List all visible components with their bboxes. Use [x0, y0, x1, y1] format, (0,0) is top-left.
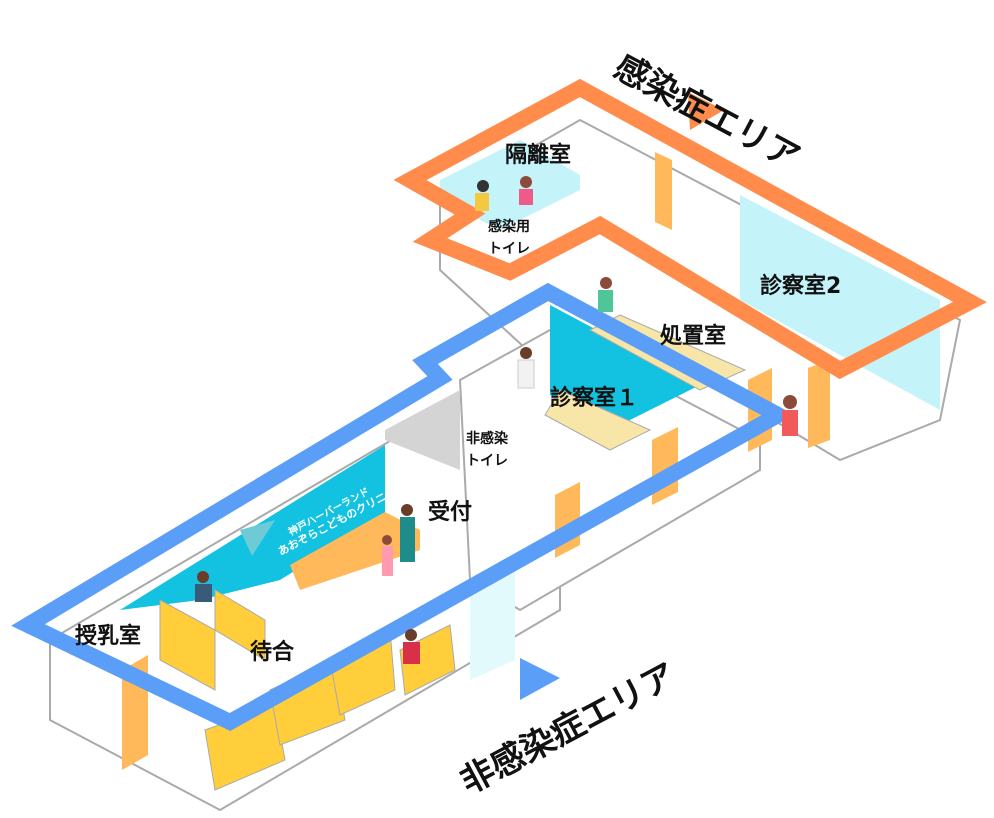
- infection-area-outline: [393, 78, 987, 380]
- non-infection-area-arrow-icon: [520, 658, 560, 700]
- nursing-room-label: 授乳室: [75, 624, 142, 649]
- treatment-room-label: 処置室: [660, 324, 727, 349]
- infection-toilet-label-line1: 感染用: [488, 219, 530, 235]
- infection-toilet-label: 感染用 トイレ: [488, 216, 530, 260]
- exam2-wall: [740, 195, 940, 410]
- reception-label: 受付: [428, 500, 473, 525]
- non-infection-toilet-wall: [385, 390, 460, 470]
- waiting-area-label: 待合: [250, 640, 295, 665]
- glass-wall: [470, 565, 515, 680]
- isolation-room-label: 隔離室: [505, 143, 572, 168]
- area-outlines: [11, 78, 987, 732]
- infection-area-arrow-icon: [688, 92, 724, 130]
- logo-bird-icon: [240, 520, 275, 556]
- people: [195, 176, 798, 664]
- non-infection-toilet-label-line1: 非感染: [466, 431, 508, 447]
- non-infection-toilet-label-line2: トイレ: [466, 453, 508, 469]
- exam-room-2-label: 診察室2: [760, 274, 842, 299]
- non-infection-area-outline: [11, 282, 795, 732]
- exam-room-1-label: 診察室１: [550, 386, 639, 411]
- infection-toilet-label-line2: トイレ: [488, 241, 530, 257]
- non-infection-toilet-label: 非感染 トイレ: [466, 428, 508, 472]
- exam1-wall-cyan: [550, 305, 700, 425]
